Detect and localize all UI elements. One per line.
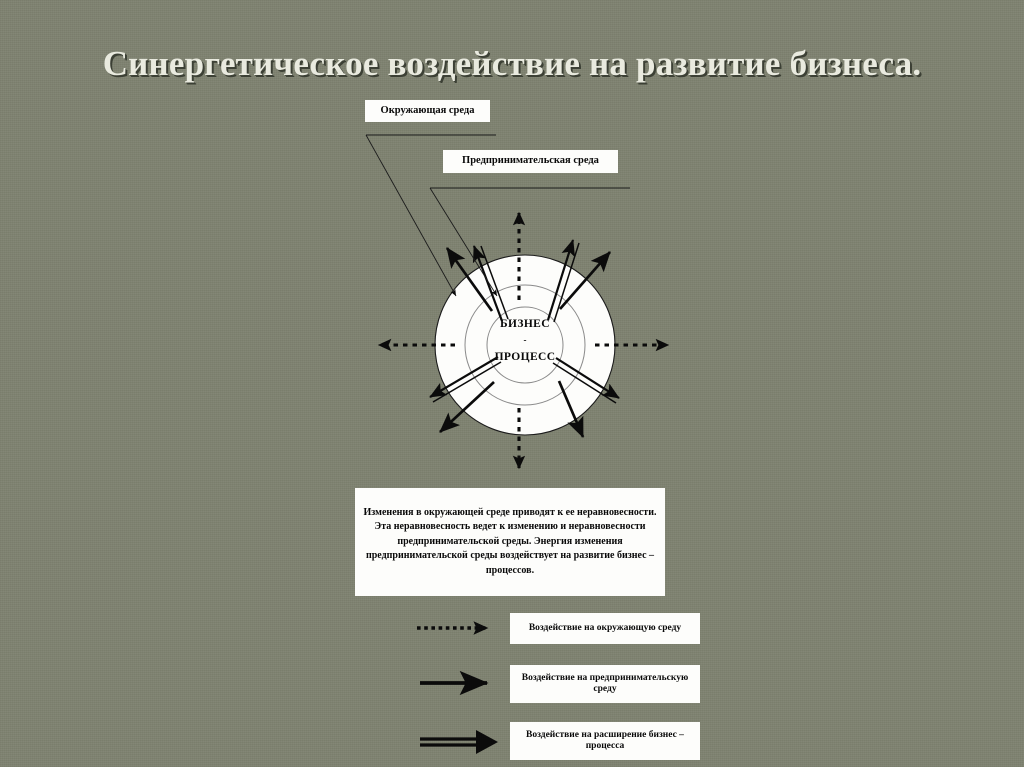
center-label-line2: - [524,335,527,345]
double-arrow-ne [546,239,580,323]
page-title: Синергетическое воздействие на развитие … [102,44,922,83]
paragraph-line-3: предпринимательской среды. Энергия измен… [397,535,623,547]
double-arrow-se [552,357,620,404]
solid-arrow-ne [558,251,612,310]
double-arrow-sw [429,356,502,403]
inner-circle [486,306,564,384]
legend-thick-double-arrow-icon [420,730,498,754]
solid-arrow-sw [439,381,495,433]
legend-label-business-process: Воздействие на расширение бизнес – проце… [510,722,700,760]
leader-line-business [429,187,498,297]
paragraph-line-5: процессов. [485,564,535,576]
center-label-line1: БИЗНЕС [500,318,550,330]
solid-arrow-se [557,380,585,438]
center-label-line3: ПРОЦЕСС [495,351,556,363]
paragraph-line-2: Эта неравновесность ведет к изменению и … [374,521,646,533]
solid-arrow-nw [445,247,494,312]
double-arrow-nw [472,245,509,322]
label-business-environment: Предпринимательская среда [443,150,618,173]
middle-circle [464,284,586,406]
outer-circle [434,254,616,436]
description-text-box: Изменения в окружающей среде приводят к … [355,488,665,596]
legend-label-business-environment: Воздействие на предпринимательскую среду [510,665,700,703]
paragraph-line-1: Изменения в окружающей среде приводят к … [363,506,657,518]
legend-label-environment: Воздействие на окружающую среду [510,613,700,644]
paragraph-line-4: предпринимательской среды воздействует н… [365,550,655,562]
label-environment: Окружающая среда [365,100,490,122]
